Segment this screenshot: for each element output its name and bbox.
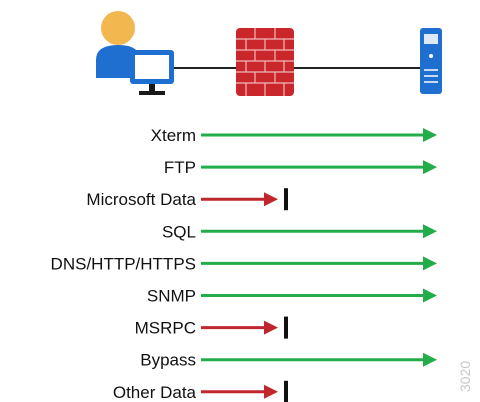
block-bar bbox=[284, 380, 288, 402]
block-bar bbox=[284, 316, 288, 339]
server-tower-icon bbox=[420, 28, 442, 94]
brick-firewall-icon bbox=[236, 28, 294, 96]
protocol-row-snmp: SNMP bbox=[147, 287, 437, 306]
protocol-label: MSRPC bbox=[135, 319, 196, 338]
permitted-arrowhead bbox=[423, 288, 437, 303]
figure-id: 3020 bbox=[457, 361, 473, 392]
monitor-base bbox=[139, 91, 165, 95]
permitted-arrowhead bbox=[423, 128, 437, 142]
blocked-arrowhead bbox=[264, 384, 278, 399]
permitted-arrowhead bbox=[423, 160, 437, 175]
permitted-arrowhead bbox=[423, 224, 437, 239]
monitor-screen bbox=[135, 55, 169, 79]
server-bay-top bbox=[424, 34, 438, 44]
protocol-label: SQL bbox=[162, 222, 196, 241]
protocol-row-other-data: Other Data bbox=[113, 380, 288, 402]
protocol-label: Other Data bbox=[113, 383, 197, 402]
blocked-arrowhead bbox=[264, 320, 278, 335]
user-body bbox=[96, 45, 140, 78]
protocol-label: Xterm bbox=[151, 126, 196, 145]
protocol-row-bypass: Bypass bbox=[140, 351, 437, 370]
protocol-row-microsoft-data: Microsoft Data bbox=[86, 188, 288, 211]
protocol-label: DNS/HTTP/HTTPS bbox=[51, 254, 196, 273]
blocked-arrowhead bbox=[264, 192, 278, 207]
protocol-row-msrpc: MSRPC bbox=[135, 316, 288, 339]
protocol-label: Microsoft Data bbox=[86, 190, 196, 209]
protocol-row-sql: SQL bbox=[162, 222, 437, 241]
server-body bbox=[420, 28, 442, 94]
protocol-label: SNMP bbox=[147, 287, 196, 306]
permitted-arrowhead bbox=[423, 256, 437, 271]
user-head bbox=[101, 11, 135, 45]
topology bbox=[96, 11, 442, 96]
protocol-row-ftp: FTP bbox=[164, 158, 437, 177]
block-bar bbox=[284, 188, 288, 211]
protocol-row-dns-http-https: DNS/HTTP/HTTPS bbox=[51, 254, 437, 273]
user-with-monitor-icon bbox=[96, 11, 174, 95]
server-led bbox=[429, 54, 433, 58]
protocol-row-xterm: Xterm bbox=[151, 126, 437, 145]
protocol-label: Bypass bbox=[140, 351, 196, 370]
monitor-stand bbox=[149, 84, 155, 91]
firewall-mortar bbox=[236, 28, 294, 96]
permitted-arrowhead bbox=[423, 352, 437, 367]
protocol-label: FTP bbox=[164, 158, 196, 177]
